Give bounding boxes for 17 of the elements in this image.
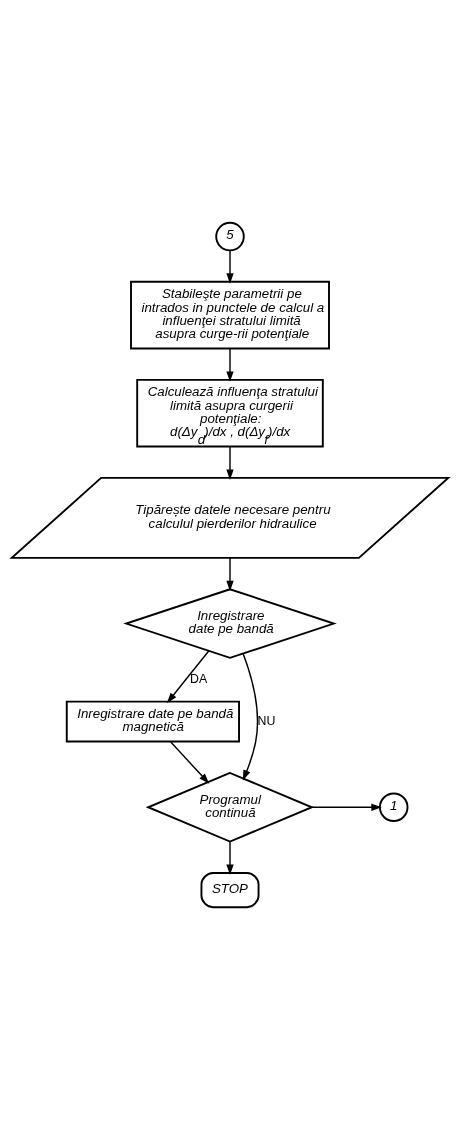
arrow xyxy=(226,840,234,875)
arrow xyxy=(242,652,259,781)
edge-label: DA xyxy=(190,671,208,686)
node-box: STOP xyxy=(200,871,260,909)
edge-label: NU xyxy=(257,713,276,728)
node-box: Inregistrare date pe bandă magnetică xyxy=(65,700,240,743)
arrow xyxy=(311,803,382,811)
node-box: Stabileşte parametrii pe intrados in punctele de calcul a influenţei stratului limită asupra curge-rii potenţiale xyxy=(130,280,330,350)
arrow xyxy=(226,445,234,480)
arrow xyxy=(166,650,210,704)
node-circle: 5 xyxy=(215,221,245,252)
arrow xyxy=(226,557,234,592)
arrow xyxy=(170,741,210,784)
node-diamond: Inregistrare date pe bandă xyxy=(123,588,337,659)
node-circle: 1 xyxy=(378,792,409,822)
arrow xyxy=(226,347,234,382)
arrow xyxy=(226,249,234,284)
